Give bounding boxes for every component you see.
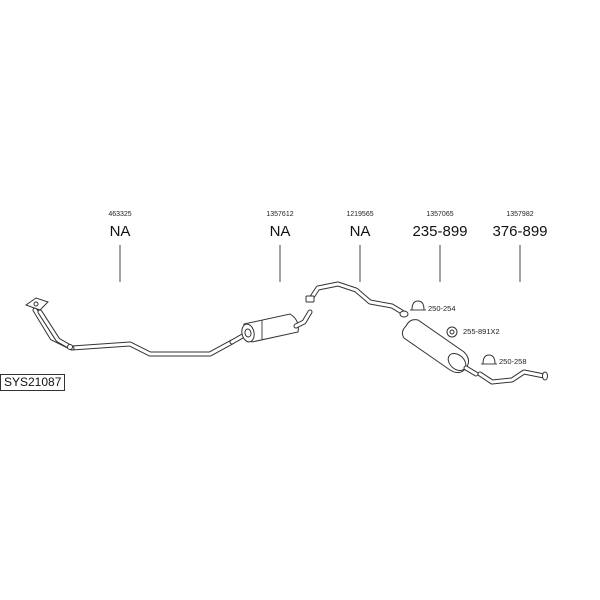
callout-part-5: 1357982 376-899 — [492, 211, 548, 282]
rear-silencer — [401, 319, 479, 377]
pipe-sleeve — [305, 295, 315, 303]
callout-part-1: 463325 NA — [108, 211, 132, 282]
part-number: 463325 — [108, 211, 131, 218]
clamp-1: 250-254 — [410, 300, 456, 313]
clamp-icon — [67, 344, 73, 350]
system-code-label: SYS21087 — [0, 374, 66, 391]
clamp-label: 250-258 — [499, 357, 527, 366]
part-code: NA — [350, 223, 371, 240]
tail-pipe — [477, 369, 548, 385]
part-code: NA — [270, 223, 291, 240]
clamp-icon — [411, 300, 425, 311]
clamp-label: 255-891X2 — [463, 327, 500, 336]
part-number: 1357982 — [506, 211, 533, 218]
centre-silencer — [229, 309, 313, 345]
intermediate-pipe — [305, 281, 409, 318]
part-code: 235-899 — [412, 223, 467, 240]
clamp-icon — [482, 354, 496, 365]
tail-pipe-end — [542, 371, 548, 381]
bolt-hole-icon — [33, 301, 39, 307]
clamp-3: 250-258 — [481, 354, 527, 366]
part-number: 1219565 — [346, 211, 373, 218]
part-code: NA — [110, 223, 131, 240]
callout-part-3: 1219565 NA — [346, 211, 374, 282]
clamp-label: 250-254 — [428, 304, 456, 313]
pipe-joint — [399, 310, 409, 318]
front-pipe — [24, 297, 235, 357]
part-code: 376-899 — [492, 223, 547, 240]
part-number: 1357065 — [426, 211, 453, 218]
clamp-2: 255-891X2 — [446, 326, 500, 338]
callout-part-2: 1357612 NA — [266, 211, 294, 282]
callout-part-4: 1357065 235-899 — [412, 211, 468, 282]
part-number: 1357612 — [266, 211, 293, 218]
